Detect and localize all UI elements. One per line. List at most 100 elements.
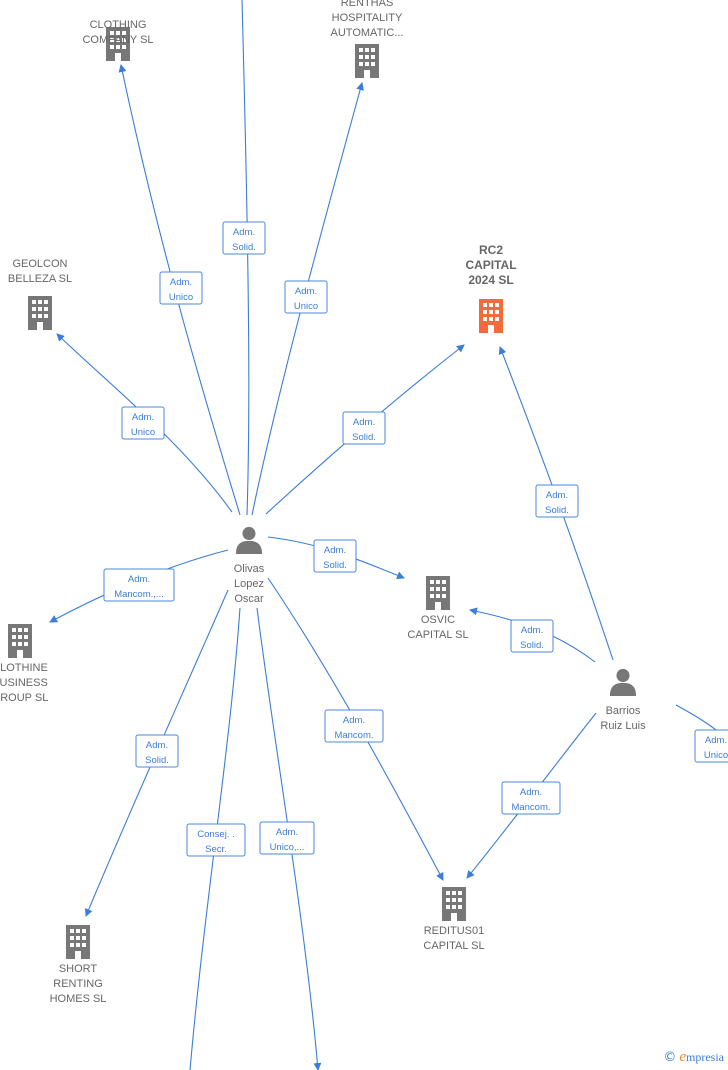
relation-label-text: Solid. bbox=[352, 432, 376, 443]
relation-label-text: Mancom. bbox=[334, 730, 373, 741]
company-node-short[interactable]: SHORT RENTING HOMES SL bbox=[50, 925, 107, 1005]
company-name-line: RENTHAS bbox=[341, 0, 394, 9]
relation-label-text: Mancom.,... bbox=[114, 589, 164, 600]
relation-label-box bbox=[103, 568, 175, 602]
company-name-line: BUSINESS bbox=[0, 677, 48, 689]
relation-label-text: Adm. bbox=[520, 787, 542, 798]
company-name-line: CAPITAL SL bbox=[407, 629, 468, 641]
relation-label-text: Adm. bbox=[353, 417, 375, 428]
relation-label-r3[interactable]: Adm.Unico bbox=[284, 280, 328, 314]
company-name-line: OSVIC bbox=[421, 614, 455, 626]
relation-label-box bbox=[535, 484, 579, 518]
relation-label-r8[interactable]: Adm. Solid. bbox=[535, 484, 579, 518]
company-node-geolcon[interactable]: GEOLCON BELLEZA SL bbox=[8, 258, 72, 330]
company-node-renthas[interactable]: RENTHASHOSPITALITYAUTOMATIC... bbox=[331, 0, 404, 78]
company-name-line: 2024 SL bbox=[468, 273, 513, 287]
relation-label-r12[interactable]: Consej. .Secr. bbox=[186, 823, 246, 857]
relation-label-r14[interactable]: Adm. Mancom. bbox=[501, 781, 561, 815]
relation-label-text: Adm. bbox=[276, 827, 298, 838]
building-icon bbox=[442, 887, 466, 921]
relation-label-text: Adm. bbox=[705, 735, 727, 746]
relation-label-r7[interactable]: Adm.Mancom.,... bbox=[103, 568, 175, 602]
relation-label-r15[interactable]: Adm. Unico bbox=[694, 729, 728, 763]
relation-label-box bbox=[313, 539, 357, 573]
relation-label-text: Unico bbox=[169, 292, 193, 303]
relation-label-text: Mancom. bbox=[511, 802, 550, 813]
building-icon bbox=[28, 296, 52, 330]
company-node-clothine[interactable]: CLOTHINE BUSINESS GROUP SL bbox=[0, 624, 48, 704]
relation-label-text: Adm. bbox=[324, 545, 346, 556]
relation-label-text: Adm. bbox=[146, 740, 168, 751]
relation-label-box bbox=[694, 729, 728, 763]
company-name-line: CLOTHINE bbox=[0, 662, 48, 674]
company-name-line: GEOLCON bbox=[12, 258, 67, 270]
company-name-line: RENTING bbox=[53, 978, 103, 990]
relation-label-text: Unico bbox=[294, 301, 318, 312]
company-node-osvic[interactable]: OSVIC CAPITAL SL bbox=[407, 576, 469, 641]
relation-label-box bbox=[259, 821, 315, 855]
company-name-line: COMPANY SL bbox=[82, 34, 153, 46]
building-icon bbox=[355, 44, 379, 78]
relation-label-text: Solid. bbox=[545, 505, 569, 516]
relation-label-text: Adm. bbox=[233, 227, 255, 238]
company-node-layer: CLOTHING COMPANY SL RENTHASHOSPITALITYAUTO… bbox=[0, 0, 517, 1005]
relation-label-text: Consej. . bbox=[197, 829, 235, 840]
relation-label-box bbox=[324, 709, 384, 743]
relation-label-r6[interactable]: Adm. Solid. bbox=[313, 539, 357, 573]
relation-label-box bbox=[222, 221, 266, 255]
person-name-line: Olivas bbox=[234, 563, 265, 575]
company-name-line: SHORT bbox=[59, 963, 98, 975]
company-name-line: BELLEZA SL bbox=[8, 273, 72, 285]
relation-label-r4[interactable]: Adm.Unico bbox=[121, 406, 165, 440]
company-name-line: CAPITAL SL bbox=[423, 940, 484, 952]
relation-label-r10[interactable]: Adm. Mancom. bbox=[324, 709, 384, 743]
relation-label-r1[interactable]: Adm.Solid. bbox=[222, 221, 266, 255]
relation-label-text: Adm. bbox=[546, 490, 568, 501]
relation-label-box bbox=[186, 823, 246, 857]
relation-label-box bbox=[501, 781, 561, 815]
company-name-line: GROUP SL bbox=[0, 692, 48, 704]
edge-olivas-offpage-top bbox=[241, 0, 250, 516]
company-name-line: HOMES SL bbox=[50, 993, 107, 1005]
relation-label-box bbox=[284, 280, 328, 314]
relation-label-box bbox=[159, 271, 203, 305]
relation-label-text: Adm. bbox=[343, 715, 365, 726]
brand-name: mpresia bbox=[686, 1050, 724, 1064]
brand-initial: e bbox=[679, 1049, 686, 1065]
person-icon bbox=[235, 526, 263, 554]
relation-label-text: Unico bbox=[704, 750, 728, 761]
relation-label-text: Solid. bbox=[323, 560, 347, 571]
company-name-line: CAPITAL bbox=[465, 258, 516, 272]
edge-olivas-clothing bbox=[118, 64, 241, 516]
company-name-line: CLOTHING bbox=[90, 19, 147, 31]
person-name-line: Ruiz Luis bbox=[600, 720, 646, 732]
person-name-line: Barrios bbox=[606, 705, 641, 717]
copyright-symbol: © bbox=[663, 1050, 677, 1065]
relation-label-r2[interactable]: Adm.Unico bbox=[159, 271, 203, 305]
relation-label-text: Solid. bbox=[520, 640, 544, 651]
building-icon bbox=[479, 299, 503, 333]
relation-label-r13[interactable]: Adm. Unico,... bbox=[259, 821, 315, 855]
relation-label-text: Unico,... bbox=[270, 842, 305, 853]
relation-label-box bbox=[121, 406, 165, 440]
person-icon bbox=[609, 668, 637, 696]
relation-label-text: Adm. bbox=[521, 625, 543, 636]
building-icon bbox=[8, 624, 32, 658]
building-icon bbox=[426, 576, 450, 610]
company-node-clothing[interactable]: CLOTHING COMPANY SL bbox=[82, 19, 154, 61]
relation-label-r9[interactable]: Adm. Solid. bbox=[510, 619, 554, 653]
company-name-line: AUTOMATIC... bbox=[331, 27, 404, 39]
person-name-line: Oscar bbox=[234, 593, 264, 605]
edge-layer bbox=[49, 0, 728, 1070]
relation-label-box bbox=[510, 619, 554, 653]
empresia-brand: © empresia bbox=[663, 1049, 724, 1066]
relation-label-r5[interactable]: Adm. Solid. bbox=[342, 411, 386, 445]
building-icon bbox=[66, 925, 90, 959]
relation-label-r11[interactable]: Adm.Solid. bbox=[135, 734, 179, 768]
relation-label-text: Unico bbox=[131, 427, 155, 438]
